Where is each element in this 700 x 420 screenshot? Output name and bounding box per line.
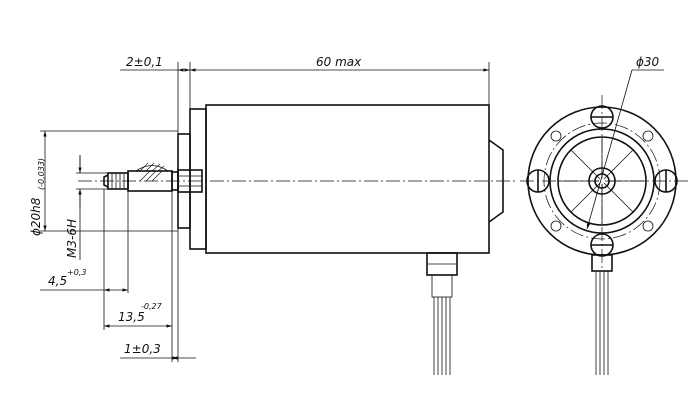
hole-tr xyxy=(642,130,654,142)
dim-shaft-length-tol: -0,27 xyxy=(141,302,163,311)
side-dimensions: 2±0,1 60 max ϕ20h8 (-0,033) M3-6H 4,5 +0… xyxy=(29,55,490,362)
cable-wires xyxy=(433,297,451,375)
bolt-circle xyxy=(543,122,661,240)
motor-body xyxy=(205,104,490,254)
dim-shaft-diameter: ϕ20h8 xyxy=(29,197,43,236)
front-cable-wires xyxy=(595,271,609,375)
screw-top xyxy=(590,105,614,129)
dim-body-diameter: ϕ30 xyxy=(636,55,660,69)
dim-shoulder: 1±0,3 xyxy=(124,342,161,356)
dim-flange-thickness: 2±0,1 xyxy=(126,55,163,69)
dim-body-length: 60 max xyxy=(316,55,362,69)
front-view: ϕ30 xyxy=(520,55,690,375)
threaded-tip xyxy=(107,172,129,190)
rear-cap xyxy=(488,139,504,223)
screw-bottom xyxy=(590,233,614,257)
side-view xyxy=(78,104,515,375)
front-rim xyxy=(189,108,207,250)
screw-left xyxy=(526,169,550,193)
dim-thread-depth-tol: +0,3 xyxy=(67,268,86,277)
dim-thread-depth: 4,5 xyxy=(48,274,67,288)
dim-shaft-length: 13,5 xyxy=(118,310,145,324)
hole-br xyxy=(642,220,654,232)
hub-inner xyxy=(594,173,610,189)
screw-right xyxy=(654,169,678,193)
hole-tl xyxy=(550,130,562,142)
front-cable-gland xyxy=(591,254,613,272)
hub-outer xyxy=(588,167,616,195)
body-circle xyxy=(549,128,655,234)
dim-shaft-diameter-tol: (-0,033) xyxy=(37,158,46,190)
shaft-section-hatch xyxy=(139,162,165,182)
diameter-leader xyxy=(586,69,633,230)
shaft-collar xyxy=(177,169,203,193)
hole-bl xyxy=(550,220,562,232)
dim-thread: M3-6H xyxy=(65,219,79,258)
